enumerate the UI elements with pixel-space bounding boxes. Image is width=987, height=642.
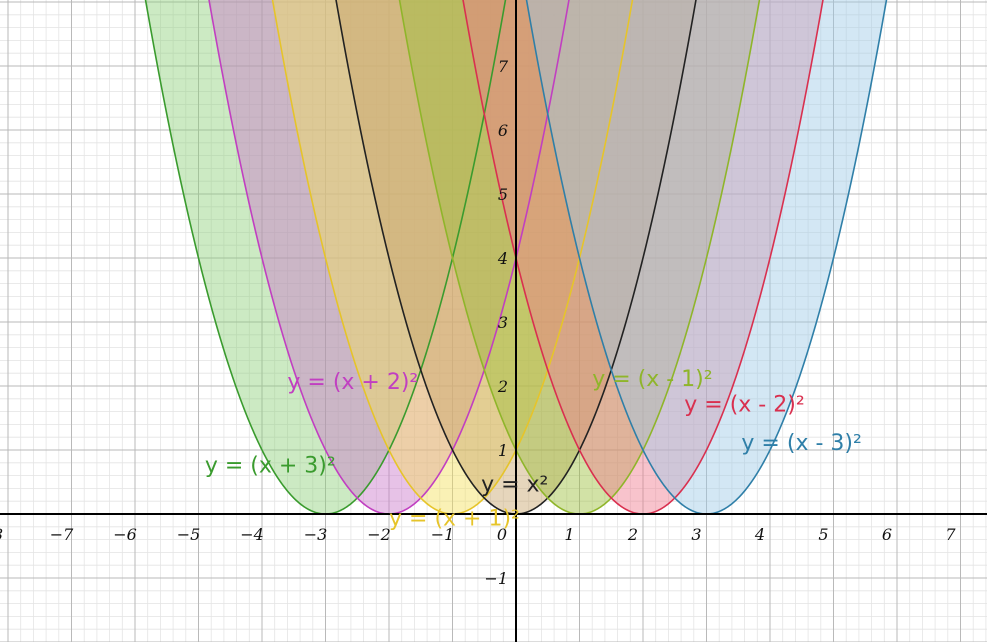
curve-label-1: y = (x + 2)² [287, 370, 418, 395]
x-tick-label: 3 [691, 525, 701, 544]
x-tick-label: −5 [177, 525, 201, 544]
x-tick-label: 8 [0, 525, 3, 544]
curve-label-0: y = (x + 3)² [205, 453, 336, 478]
x-tick-label: 2 [627, 525, 638, 544]
y-tick-label: 3 [498, 313, 508, 332]
y-tick-label: −1 [484, 569, 508, 588]
x-tick-label: 5 [818, 525, 828, 544]
x-tick-label: 4 [754, 525, 765, 544]
x-tick-label: −1 [431, 525, 455, 544]
x-tick-label: 0 [497, 525, 507, 544]
y-tick-label: 4 [497, 249, 508, 268]
x-tick-label: 7 [945, 525, 956, 544]
curve-labels: y = (x + 3)² y = (x + 2)² y = (x + 1)² y = … [205, 367, 862, 532]
x-tick-label: −6 [113, 525, 137, 544]
x-tick-label: −4 [240, 525, 264, 544]
x-tick-label: 1 [564, 525, 574, 544]
curve-label-5: y = (x - 2)² [684, 393, 804, 418]
y-tick-label: 5 [498, 185, 508, 204]
curve-label-6: y = (x - 3)² [741, 431, 861, 456]
y-tick-label: 7 [498, 57, 509, 76]
x-tick-label: 6 [882, 525, 892, 544]
y-tick-label: 1 [498, 441, 508, 460]
curve-label-3: y = x² [481, 473, 548, 498]
x-tick-label: −2 [367, 525, 391, 544]
x-tick-label: −7 [50, 525, 74, 544]
y-tick-label: 2 [497, 377, 508, 396]
tick-labels: 8 −7 −6 −5 −4 −3 −2 −1 0 1 2 3 4 5 6 7 −1 1 2 3 4 5 6 7 [0, 57, 956, 588]
y-tick-label: 6 [498, 121, 508, 140]
x-tick-label: −3 [304, 525, 328, 544]
curve-label-4: y = (x - 1)² [592, 367, 712, 392]
curve-label-2: y = (x + 1)² [389, 507, 520, 532]
